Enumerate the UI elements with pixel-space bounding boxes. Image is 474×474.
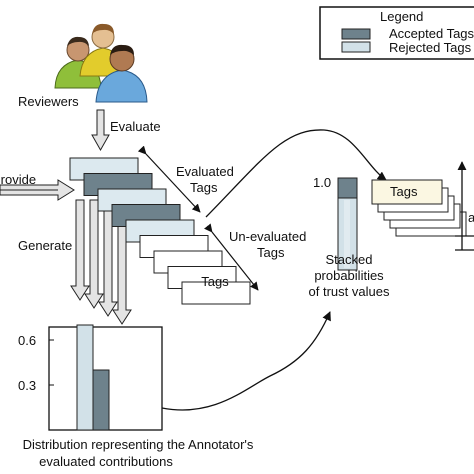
evaluated-tags-arrow xyxy=(137,145,201,213)
unevaluated-tags-label-1: Un-evaluated xyxy=(229,229,306,244)
right-tag-stack xyxy=(371,179,467,237)
distribution-label-2: evaluated contributions xyxy=(39,454,173,469)
right-tags-label: Tags xyxy=(390,184,418,199)
distribution-tick-label-2: 0.3 xyxy=(18,378,36,393)
distribution-label-1: Distribution representing the Annotator'… xyxy=(23,437,254,452)
evaluate-label: Evaluate xyxy=(110,119,161,134)
stacked-probability-bar xyxy=(337,177,358,271)
distribution-tick-label-1: 0.6 xyxy=(18,333,36,348)
provide-arrow xyxy=(0,179,75,201)
reviewers-label: Reviewers xyxy=(18,94,79,109)
right-axis xyxy=(455,161,474,251)
right-tag-card-1 xyxy=(371,179,443,205)
stacked-label-1: Stacked xyxy=(326,252,373,267)
legend-title: Legend xyxy=(380,9,423,24)
stacked-bar-accepted xyxy=(337,177,358,199)
unevaluated-tags-label-2: Tags xyxy=(257,245,285,260)
legend-label-rejected: Rejected Tags xyxy=(389,40,472,55)
distribution-bar-accepted xyxy=(92,369,110,431)
unevaluated-tags-arrow xyxy=(204,223,259,291)
stacked-tick-label: 1.0 xyxy=(313,175,331,190)
provide-label: Provide xyxy=(0,172,36,187)
flow-curve-bottom xyxy=(161,311,331,411)
stacked-label-2: probabilities xyxy=(314,268,384,283)
evaluated-tags-label-2: Tags xyxy=(190,180,218,195)
evaluated-tags-label-1: Evaluated xyxy=(176,164,234,179)
legend: Legend Accepted Tags Rejected Tags xyxy=(319,6,474,60)
right-axis-label: a xyxy=(468,210,474,225)
distribution-chart: 0.6 0.3 xyxy=(18,324,163,431)
stacked-label-3: of trust values xyxy=(309,284,390,299)
tags-box-label: Tags xyxy=(201,274,229,289)
generate-arrow-1 xyxy=(70,199,90,301)
evaluate-arrow xyxy=(91,109,110,152)
reviewers-icon xyxy=(54,23,148,103)
legend-swatch-rejected xyxy=(341,41,371,53)
generate-label: Generate xyxy=(18,238,72,253)
distribution-bar-rejected xyxy=(76,324,94,431)
legend-label-accepted: Accepted Tags xyxy=(389,26,474,41)
legend-swatch-accepted xyxy=(341,28,371,40)
generate-arrow-2 xyxy=(84,199,104,309)
flow-curve-top xyxy=(205,129,387,218)
